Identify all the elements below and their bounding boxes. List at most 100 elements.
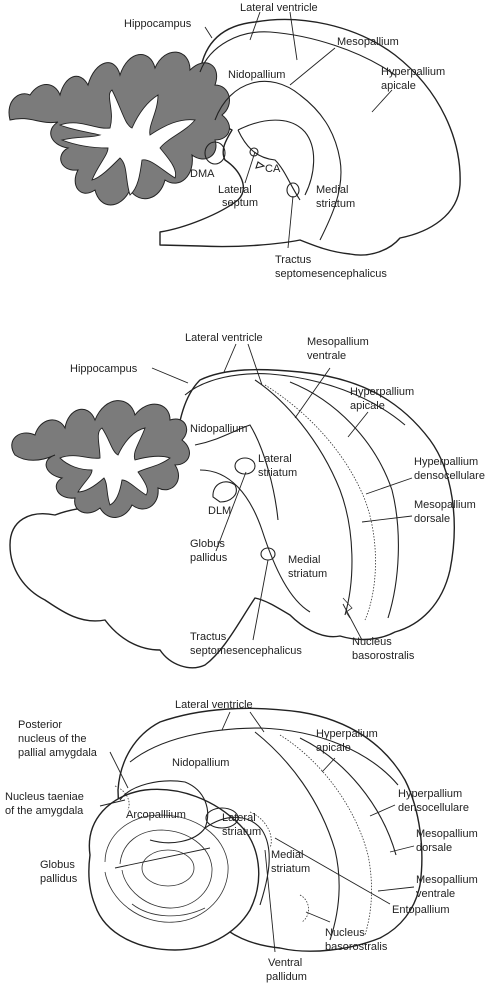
label-hippocampus: Hippocampus — [124, 18, 192, 30]
panel1-leader-ventricle-b — [289, 11, 298, 61]
label-lateral-ventricle-2: Lateral ventricle — [185, 332, 263, 344]
label-hyperpallium-dense-3a: Hyperpallium — [398, 788, 462, 800]
label-basorostralis-2a: Nucleus — [352, 636, 392, 648]
panel1-dma-nucleus — [204, 141, 226, 165]
label-posterior-nucleus-3c: pallial amygdala — [18, 747, 98, 759]
label-entopallium-3: Entopallium — [392, 904, 449, 916]
panel3-striatum-border — [204, 816, 270, 906]
panel2-leader-tractus — [252, 559, 269, 641]
panel2-leader-densocellulare — [365, 477, 413, 495]
label-globus-pallidus-3a: Globus — [40, 859, 75, 871]
panel3-mesopallium-boundary — [254, 731, 340, 941]
label-hippocampus-2: Hippocampus — [70, 363, 138, 375]
label-hyperpalium-apicale-3b: apicale — [316, 742, 351, 754]
label-medial-striatum-2a: Medial — [288, 554, 320, 566]
panel3-leader-basorostralis — [305, 911, 331, 923]
label-mesopallium-dorsale-2a: Mesopallium — [414, 499, 476, 511]
panel1-mesopallium-lamina — [214, 80, 342, 241]
panel3-lateral-ventricle — [129, 727, 399, 786]
panel3-leader-mesopallium-v — [377, 886, 415, 892]
panel1-brainstem-outline — [159, 18, 461, 256]
label-basorostralis-3a: Nucleus — [325, 927, 365, 939]
label-mesopallium-ventrale-3b: ventrale — [416, 888, 455, 900]
label-lateral-striatum-3b: striatum — [222, 826, 261, 838]
label-basorostralis-3b: basorostralis — [325, 941, 388, 953]
label-lateral-striatum-3a: Lateral — [222, 812, 256, 824]
panel3-brainstem-rings-1 — [104, 814, 229, 923]
label-hyperpallium-apicale-2: apicale — [381, 80, 416, 92]
panel2-leader-ventricle-b — [247, 343, 263, 386]
label-hyperpallium-dense-2a: Hyperpallium — [414, 456, 478, 468]
label-tractus-2a: Tractus — [190, 631, 227, 643]
panel3-brainstem-outline — [88, 788, 260, 951]
panel3-brainstem-core — [141, 849, 195, 887]
panel3-leader-hyperpallium-a — [321, 757, 336, 773]
panel-3-section: Lateral ventricle Posterior nucleus of t… — [5, 699, 478, 983]
panel3-entopallium-dotted — [249, 811, 272, 849]
panel3-hyperpallium-dense-dotted — [279, 734, 372, 936]
label-tractus-2: septomesencephalicus — [275, 268, 387, 280]
label-hyperpallium-apicale-2b: apicale — [350, 400, 385, 412]
panel2-leader-hippocampus — [151, 367, 189, 384]
label-nidopallium-2: Nidopallium — [190, 423, 247, 435]
label-medial-striatum-1: Medial — [316, 184, 348, 196]
panel3-leader-posterior-nucleus — [109, 751, 129, 789]
label-hyperpallium-apicale-1: Hyperpallium — [381, 66, 445, 78]
label-arcopallium-3: Arcopalllium — [126, 809, 186, 821]
label-lateral-septum-1: Lateral — [218, 184, 252, 196]
label-medial-striatum-2: striatum — [316, 198, 355, 210]
label-dma: DMA — [190, 168, 215, 180]
label-ventral-pallidum-3b: pallidum — [266, 971, 307, 983]
panel1-septum-region — [237, 129, 301, 201]
label-posterior-nucleus-3a: Posterior — [18, 719, 62, 731]
label-mesopallium-ventrale-3a: Mesopallium — [416, 874, 478, 886]
label-hyperpallium-dense-3b: densocellulare — [398, 802, 469, 814]
panel2-leader-hyperpallium-a — [347, 411, 369, 438]
panel1-leader-septum — [244, 151, 256, 184]
panel2-dlm-nucleus — [212, 481, 237, 503]
label-nidopallium: Nidopallium — [228, 69, 285, 81]
label-mesopallium: Mesopallium — [337, 36, 399, 48]
label-nidopallium-3: Nidopallium — [172, 757, 229, 769]
panel1-leader-mesopallium — [289, 47, 336, 86]
panel2-leader-globus — [215, 471, 247, 552]
panel3-leader-taeniae — [99, 799, 126, 807]
panel3-hyperpallium-dorsale — [299, 737, 397, 856]
panel3-leader-entopallium — [274, 837, 391, 905]
panel1-cerebellum-arbor — [58, 89, 196, 196]
label-dlm: DLM — [208, 505, 231, 517]
panel-2-section: Lateral ventricle Mesopallium ventrale H… — [9, 332, 485, 669]
label-globus-pallidus-2a: Globus — [190, 538, 225, 550]
label-mesopallium-ventrale-2b: ventrale — [307, 350, 346, 362]
panel2-lateral-ventricle — [184, 373, 406, 426]
panel2-nidopallium-border — [194, 424, 279, 521]
panel1-leader-hyperpallium — [371, 89, 393, 113]
panel1-ca-marker — [255, 161, 266, 169]
panel2-leader-basorostralis — [342, 603, 363, 641]
panel3-leader-globus — [114, 847, 211, 869]
panel3-leader-ventricle-a — [221, 711, 231, 731]
panel3-brainstem-rings-2 — [119, 829, 213, 909]
label-tractus-2b: septomesencephalicus — [190, 645, 302, 657]
label-lateral-striatum-2a: Lateral — [258, 453, 292, 465]
panel3-leader-mesopallium-d — [389, 845, 415, 853]
panel1-leader-hippocampus — [204, 26, 213, 39]
label-hyperpallium-apicale-2a: Hyperpallium — [350, 386, 414, 398]
label-medial-striatum-3a: Medial — [271, 849, 303, 861]
panel2-hyperpallium-dorsale — [289, 381, 399, 619]
label-mesopallium-dorsale-2b: dorsale — [414, 513, 450, 525]
panel1-nidopallium-border — [237, 119, 315, 196]
label-mesopallium-dorsale-3b: dorsale — [416, 842, 452, 854]
panel1-leader-ventricle-a — [249, 11, 261, 41]
label-medial-striatum-2b: striatum — [288, 568, 327, 580]
panel3-posterior-nucleus-dotted — [114, 785, 130, 811]
label-posterior-nucleus-3b: nucleus of the — [18, 733, 87, 745]
panel2-mesopallium-boundary — [254, 379, 353, 616]
panel2-leader-mesopallium-d — [361, 515, 413, 523]
label-globus-pallidus-3b: pallidus — [40, 873, 78, 885]
label-ventral-pallidum-3a: Ventral — [268, 957, 302, 969]
label-taeniae-3a: Nucleus taeniae — [5, 791, 84, 803]
label-lateral-ventricle-3: Lateral ventricle — [175, 699, 253, 711]
label-mesopallium-ventrale-2a: Mesopallium — [307, 336, 369, 348]
